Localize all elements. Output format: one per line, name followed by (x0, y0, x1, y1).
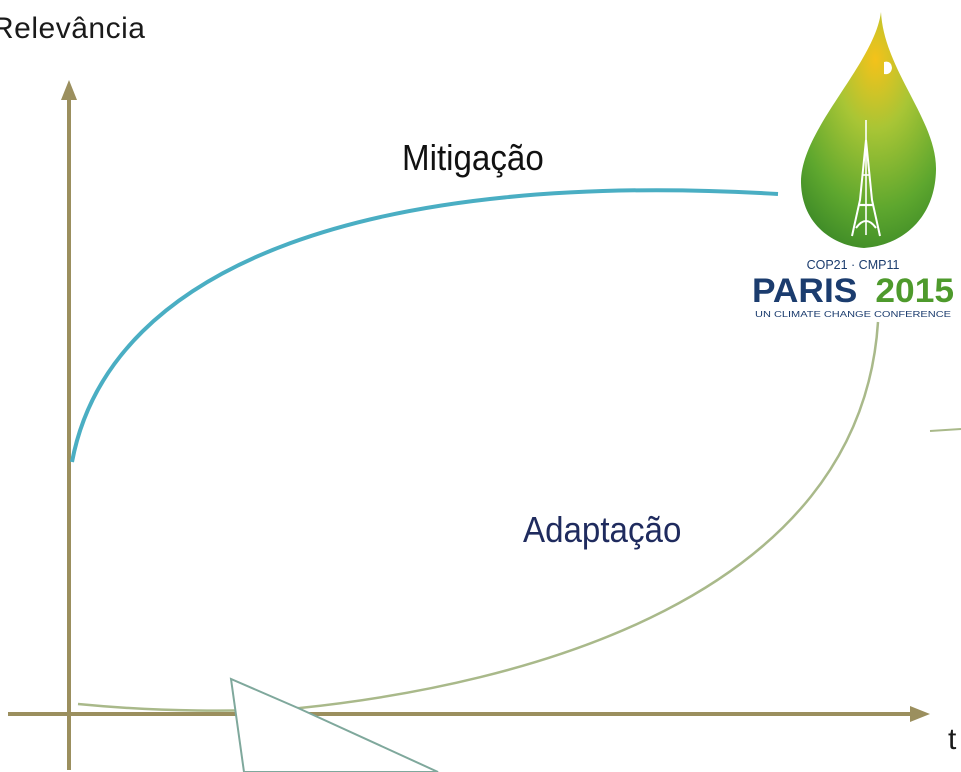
x-axis-arrow (910, 706, 930, 722)
y-axis-label: Relevância (0, 12, 146, 45)
logo-subtitle: UN CLIMATE CHANGE CONFERENCE (755, 309, 951, 319)
mitigation-curve (70, 188, 779, 463)
leaf-icon (800, 12, 937, 248)
logo-city-year: PARIS 2015 (752, 272, 954, 310)
mitigation-label: Mitigação (402, 137, 544, 178)
cop21-logo: COP21 · CMP11 PARIS 2015 UN CLIMATE CHAN… (752, 12, 954, 319)
adaptation-label: Adaptação (523, 509, 682, 550)
x-axis-label: t (948, 723, 957, 756)
callout-pointer (229, 677, 439, 772)
logo-year: 2015 (875, 272, 954, 310)
logo-city: PARIS (752, 272, 857, 310)
eiffel-tower-icon (851, 120, 881, 237)
adaptation-curve (77, 321, 880, 712)
leaf-notch (884, 61, 892, 75)
y-axis-arrow (61, 80, 77, 100)
logo-event: COP21 · CMP11 (807, 258, 900, 272)
stray-line (929, 428, 961, 432)
